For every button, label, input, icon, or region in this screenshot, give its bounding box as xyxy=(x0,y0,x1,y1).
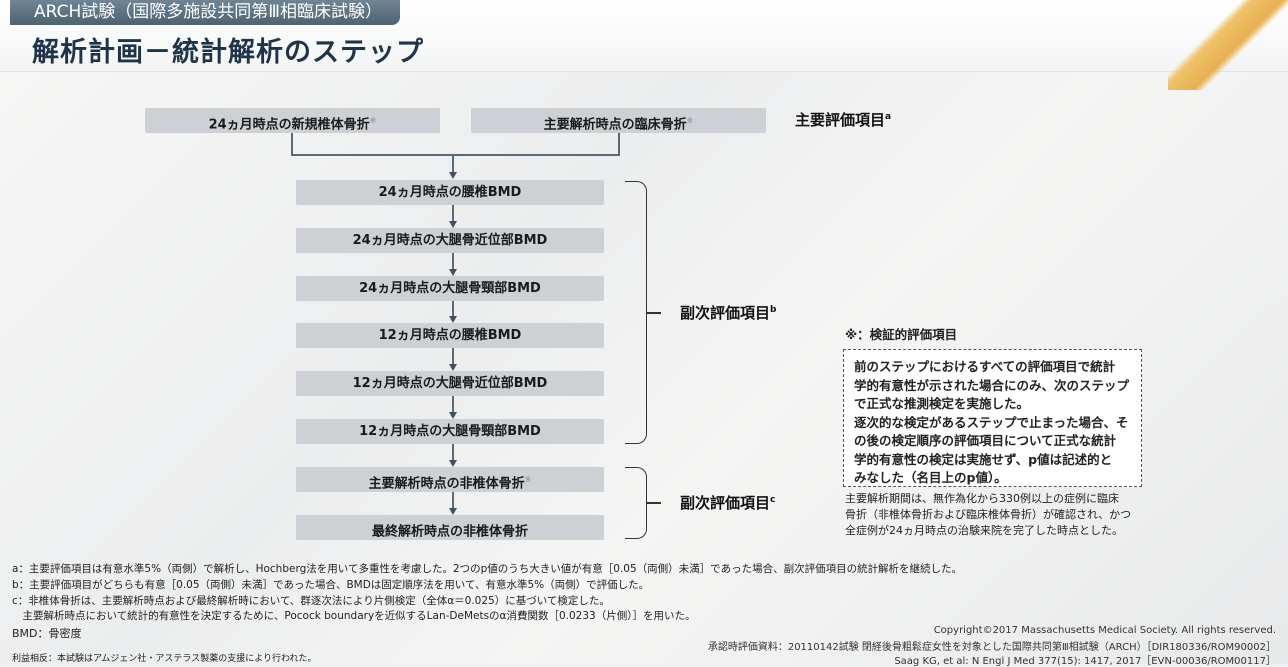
connector xyxy=(452,205,454,222)
note-line: 逐次的な検定があるステップで止まった場合、そ xyxy=(854,414,1129,430)
note-title: ※：検証的評価項目 xyxy=(845,327,958,342)
box-label: 12ヵ月時点の大腿骨頸部BMD xyxy=(359,424,541,439)
label-text: 主要評価項目 xyxy=(795,111,886,129)
note-line: で正式な推測検定を実施した。 xyxy=(854,396,1030,411)
primary-endpoint-label: 主要評価項目a xyxy=(795,109,891,130)
connector xyxy=(452,301,454,317)
note-bottom: 主要解析期間は、無作為化から330例以上の症例に臨床 骨折（非椎体骨折および臨床… xyxy=(845,491,1145,539)
citation: Saag KG, et al: N Engl J Med 377(15): 14… xyxy=(894,656,1276,667)
conflict-of-interest: 利益相反：本試験はアムジェン社・アステラス製薬の支援により行われた。 xyxy=(12,654,317,664)
box-mark: ※ xyxy=(369,116,377,125)
source-material: 承認時評価資料：20110142試験 閉経後骨粗鬆症女性を対象とした国際共同第Ⅲ… xyxy=(707,642,1276,653)
arrow-down-icon xyxy=(449,508,457,515)
arrow-down-icon xyxy=(449,172,457,179)
copyright: Copyright©2017 Massachusetts Medical Soc… xyxy=(933,625,1276,636)
connector xyxy=(291,154,620,156)
slide-header: ARCH試験（国際多施設共同第Ⅲ相臨床試験） 解析計画－統計解析のステップ xyxy=(0,0,1288,90)
connector xyxy=(291,133,293,155)
decorative-ribbon xyxy=(1168,0,1288,90)
page-title: 解析計画－統計解析のステップ xyxy=(32,37,424,68)
label-sup: a xyxy=(885,112,892,122)
arrow-down-icon xyxy=(449,269,457,276)
flow-box-step-7: 主要解析時点の非椎体骨折※ xyxy=(296,467,604,492)
flow-box-step-4: 12ヵ月時点の腰椎BMD xyxy=(296,323,604,348)
box-mark: ※ xyxy=(686,116,694,125)
secondary-b-label: 副次評価項目b xyxy=(680,302,776,323)
box-label: 12ヵ月時点の腰椎BMD xyxy=(378,328,522,343)
flow-box-step-8: 最終解析時点の非椎体骨折 xyxy=(296,515,604,540)
box-label: 主要解析時点の臨床骨折 xyxy=(543,117,687,133)
brace-secondary-c xyxy=(625,467,647,539)
note-line: 骨折（非椎体骨折および臨床椎体骨折）が確認され、かつ xyxy=(845,508,1132,521)
flow-box-primary-2: 主要解析時点の臨床骨折※ xyxy=(471,108,766,133)
arrow-down-icon xyxy=(449,221,457,228)
brace-secondary-b xyxy=(625,181,647,444)
secondary-c-label: 副次評価項目c xyxy=(680,492,775,513)
box-label: 最終解析時点の非椎体骨折 xyxy=(371,524,528,540)
footnote-c: c：非椎体骨折は、主要解析時点および最終解析時において、群逐次法により片側検定（… xyxy=(12,595,610,607)
arrow-down-icon xyxy=(449,316,457,323)
abbreviation-bmd: BMD：骨密度 xyxy=(12,627,82,640)
arrow-down-icon xyxy=(449,412,457,419)
label-sup: b xyxy=(770,305,777,315)
brace-tip xyxy=(647,312,661,314)
box-label: 24ヵ月時点の新規椎体骨折 xyxy=(208,117,370,133)
footnote-a: a：主要評価項目は有意水準5%（両側）で解析し、Hochberg法を用いて多重性… xyxy=(12,563,963,575)
footnote-b: b：主要評価項目がどちらも有意［0.05（両側）未満］であった場合、BMDは固定… xyxy=(12,579,650,591)
connector xyxy=(452,492,454,509)
box-label: 主要解析時点の非椎体骨折 xyxy=(368,476,525,492)
flow-box-step-6: 12ヵ月時点の大腿骨頸部BMD xyxy=(296,419,604,444)
connector xyxy=(618,133,620,155)
note-line: 前のステップにおけるすべての評価項目で統計 xyxy=(854,359,1116,374)
note-line: みなした（名目上のp値）。 xyxy=(854,470,1007,485)
note-line: 主要解析期間は、無作為化から330例以上の症例に臨床 xyxy=(845,492,1119,505)
brace-tip xyxy=(647,502,661,504)
connector xyxy=(452,348,454,365)
box-mark: ※ xyxy=(524,475,532,484)
flow-box-primary-1: 24ヵ月時点の新規椎体骨折※ xyxy=(145,108,440,133)
box-label: 24ヵ月時点の大腿骨頸部BMD xyxy=(359,281,541,296)
arrow-down-icon xyxy=(449,364,457,371)
flow-box-step-5: 12ヵ月時点の大腿骨近位部BMD xyxy=(296,371,604,396)
note-line: 学的有意性が示された場合にのみ、次のステップ xyxy=(854,377,1130,393)
arrow-down-icon xyxy=(449,460,457,467)
label-text: 副次評価項目 xyxy=(680,494,771,512)
label-sup: c xyxy=(770,495,776,505)
flow-box-step-2: 24ヵ月時点の大腿骨近位部BMD xyxy=(296,228,604,253)
box-label: 24ヵ月時点の腰椎BMD xyxy=(378,185,522,200)
note-line: 学的有意性の検定は実施せず、p値は記述的と xyxy=(854,451,1113,467)
flow-box-step-1: 24ヵ月時点の腰椎BMD xyxy=(296,180,604,205)
label-text: 副次評価項目 xyxy=(680,304,771,322)
section-tab: ARCH試験（国際多施設共同第Ⅲ相臨床試験） xyxy=(10,0,400,25)
connector xyxy=(452,154,454,174)
flow-box-step-3: 24ヵ月時点の大腿骨頸部BMD xyxy=(296,276,604,301)
connector xyxy=(452,396,454,413)
box-label: 24ヵ月時点の大腿骨近位部BMD xyxy=(352,233,548,248)
box-label: 12ヵ月時点の大腿骨近位部BMD xyxy=(352,376,548,391)
note-box: 前のステップにおけるすべての評価項目で統計 学的有意性が示された場合にのみ、次の… xyxy=(843,349,1142,487)
connector xyxy=(452,253,454,270)
note-line: の後の検定順序の評価項目について正式な統計 xyxy=(854,433,1117,448)
note-line: 全症例が24ヵ月時点の治験来院を完了した時点とした。 xyxy=(845,524,1123,537)
footnote-c-2: 主要解析時点において統計的有意性を決定するために、Pocock boundary… xyxy=(12,610,696,622)
connector xyxy=(452,444,454,461)
